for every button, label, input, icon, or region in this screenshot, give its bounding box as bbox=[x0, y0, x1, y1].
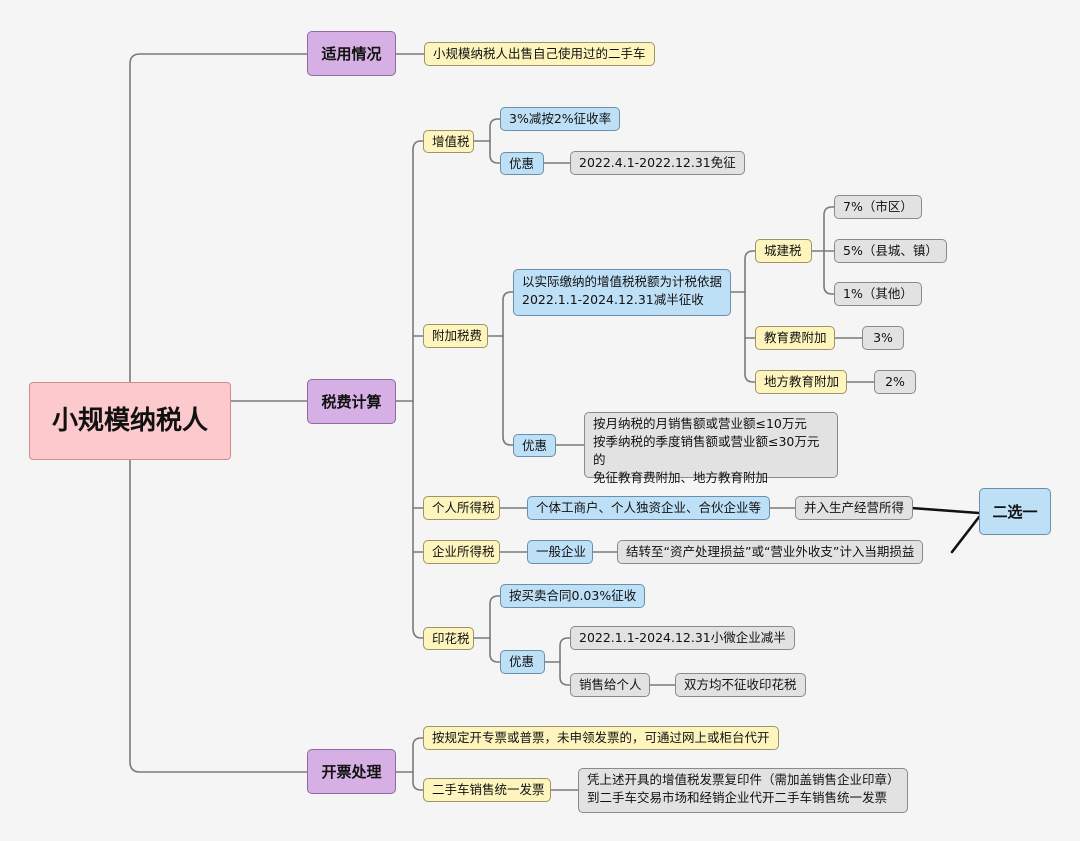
applicable-node[interactable]: 适用情况 bbox=[307, 31, 396, 76]
surcharge-basis[interactable]: 以实际缴纳的增值税税额为计税依据 2022.1.1-2024.12.31减半征收 bbox=[513, 269, 731, 316]
surcharge-pref-line-1: 按月纳税的月销售额或营业额≤10万元 bbox=[593, 416, 807, 431]
connector-surcharge-pref bbox=[502, 335, 514, 446]
urban-tax-node[interactable]: 城建税 bbox=[755, 239, 812, 263]
surcharge-preferential[interactable]: 优惠 bbox=[513, 434, 556, 457]
connector-basis-spine bbox=[744, 291, 756, 383]
connector-stamp-pref bbox=[489, 637, 501, 663]
stamp-tax-preferential[interactable]: 优惠 bbox=[500, 650, 545, 674]
corporate-income-treatment[interactable]: 结转至“资产处理损益”或“营业外收支”计入当期损益 bbox=[617, 540, 924, 564]
personal-income-tax-node[interactable]: 个人所得税 bbox=[423, 496, 500, 520]
surcharge-preferential-text[interactable]: 按月纳税的月销售额或营业额≤10万元 按季纳税的季度销售额或营业额≤30万元的 … bbox=[584, 412, 838, 485]
connector-vat-pref bbox=[489, 140, 501, 164]
connector-pref-micro bbox=[559, 637, 571, 663]
personal-income-treatment[interactable]: 并入生产经营所得 bbox=[795, 496, 914, 520]
invoice-node[interactable]: 开票处理 bbox=[307, 749, 396, 794]
connector-root-invoice bbox=[129, 459, 309, 773]
choose-link-personal bbox=[909, 506, 981, 515]
applicable-detail[interactable]: 小规模纳税人出售自己使用过的二手车 bbox=[424, 42, 655, 66]
surcharge-basis-line-2: 2022.1.1-2024.12.31减半征收 bbox=[522, 292, 704, 307]
personal-income-entity[interactable]: 个体工商户、个人独资企业、合伙企业等 bbox=[527, 496, 771, 520]
stamp-tax-node[interactable]: 印花税 bbox=[423, 627, 474, 650]
stamp-tax-micro-enterprise[interactable]: 2022.1.1-2024.12.31小微企业减半 bbox=[570, 626, 795, 650]
root-node[interactable]: 小规模纳税人 bbox=[29, 382, 231, 460]
tax-calc-node[interactable]: 税费计算 bbox=[307, 379, 396, 424]
connector-invoice-uniform bbox=[412, 771, 424, 791]
connector-invoice-rule bbox=[412, 737, 424, 773]
local-education-node[interactable]: 地方教育附加 bbox=[755, 370, 847, 394]
connector-basis-urban bbox=[744, 250, 756, 293]
corporate-income-tax-node[interactable]: 企业所得税 bbox=[423, 540, 500, 564]
surcharge-pref-line-2: 按季纳税的季度销售额或营业额≤30万元的 bbox=[593, 434, 820, 467]
urban-rate-other[interactable]: 1%（其他） bbox=[834, 282, 922, 306]
local-education-rate[interactable]: 2% bbox=[874, 370, 916, 394]
connector-pref-individual bbox=[559, 661, 571, 686]
education-surcharge-node[interactable]: 教育费附加 bbox=[755, 326, 835, 350]
uniform-invoice-text[interactable]: 凭上述开具的增值税发票复印件（需加盖销售企业印章） 到二手车交易市场和经销企业代… bbox=[578, 768, 908, 813]
uniform-invoice-node[interactable]: 二手车销售统一发票 bbox=[423, 778, 551, 802]
education-surcharge-rate[interactable]: 3% bbox=[862, 326, 904, 350]
connector-tax-vat bbox=[412, 140, 424, 151]
stamp-tax-to-individual[interactable]: 销售给个人 bbox=[570, 673, 650, 697]
invoice-rule[interactable]: 按规定开专票或普票，未申领发票的，可通过网上或柜台代开 bbox=[423, 726, 779, 750]
choose-link-corporate bbox=[950, 515, 981, 554]
vat-node[interactable]: 增值税 bbox=[423, 130, 474, 153]
connector-root-applicable bbox=[129, 53, 309, 383]
vat-rate[interactable]: 3%减按2%征收率 bbox=[500, 107, 621, 131]
choose-one-node[interactable]: 二选一 bbox=[979, 488, 1051, 535]
vat-exemption[interactable]: 2022.4.1-2022.12.31免征 bbox=[570, 151, 745, 175]
connector-urban-7 bbox=[823, 206, 835, 252]
uniform-invoice-line-2: 到二手车交易市场和经销企业代开二手车销售统一发票 bbox=[587, 790, 888, 805]
surcharge-pref-line-3: 免征教育费附加、地方教育附加 bbox=[593, 470, 769, 485]
urban-rate-city[interactable]: 7%（市区） bbox=[834, 195, 922, 219]
surcharge-basis-line-1: 以实际缴纳的增值税税额为计税依据 bbox=[522, 274, 723, 289]
connector-surcharge-basis bbox=[502, 291, 514, 337]
uniform-invoice-line-1: 凭上述开具的增值税发票复印件（需加盖销售企业印章） bbox=[587, 772, 900, 787]
corporate-income-entity[interactable]: 一般企业 bbox=[527, 540, 593, 564]
connector-stamp-rate bbox=[489, 595, 501, 639]
surcharge-node[interactable]: 附加税费 bbox=[423, 324, 488, 348]
vat-preferential[interactable]: 优惠 bbox=[500, 152, 544, 175]
urban-rate-county[interactable]: 5%（县城、镇） bbox=[834, 239, 947, 263]
connector-tax-spine bbox=[412, 149, 424, 639]
stamp-tax-individual-result[interactable]: 双方均不征收印花税 bbox=[675, 673, 806, 697]
stamp-tax-rate[interactable]: 按买卖合同0.03%征收 bbox=[500, 584, 646, 608]
connector-vat-rate bbox=[489, 118, 501, 142]
connector-urban-1 bbox=[823, 250, 835, 295]
